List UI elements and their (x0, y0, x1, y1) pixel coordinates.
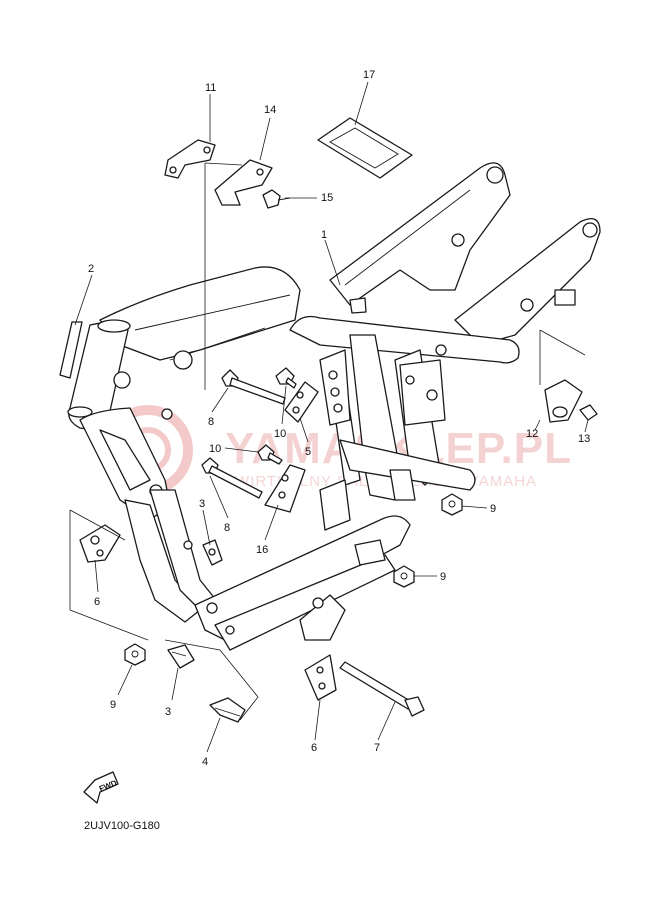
part-15-bolt (262, 189, 291, 209)
diagram-code: 2UJV100-G180 (84, 820, 160, 832)
callout-13: 13 (578, 433, 590, 445)
callout-3-upper: 3 (199, 498, 205, 510)
callout-5: 5 (305, 446, 311, 458)
callout-15: 15 (321, 192, 333, 204)
callout-14: 14 (264, 104, 276, 116)
part-13-bolt (579, 404, 598, 421)
part-3-clip-lower (167, 644, 195, 669)
part-9-nut-middle (393, 565, 415, 588)
callout-9-middle: 9 (440, 571, 446, 583)
callout-10-lower: 10 (209, 443, 221, 455)
callout-labels: 17 11 14 15 1 2 8 10 5 10 8 3 16 12 13 9… (88, 69, 590, 768)
callout-9-upper: 9 (490, 503, 496, 515)
main-frame (67, 162, 601, 651)
callout-3-lower: 3 (165, 706, 171, 718)
part-10-bolt-upper (275, 367, 297, 389)
callout-1: 1 (321, 229, 327, 241)
part-7-bolt (339, 661, 425, 717)
leader-lines (69, 81, 589, 753)
callout-10-upper: 10 (274, 428, 286, 440)
callout-8-upper: 8 (208, 416, 214, 428)
callout-7: 7 (374, 742, 380, 754)
part-8-bolt-lower (201, 457, 263, 499)
callout-2: 2 (88, 263, 94, 275)
part-10-bolt-lower (257, 444, 283, 465)
part-9-nut-lower (124, 643, 146, 666)
callout-6-left: 6 (94, 596, 100, 608)
callout-11: 11 (205, 82, 216, 94)
callout-9-lower: 9 (110, 699, 116, 711)
part-16-plate (264, 464, 306, 513)
callout-12: 12 (526, 428, 538, 440)
part-17-cover (317, 117, 413, 179)
callout-17: 17 (363, 69, 375, 81)
part-11-bracket (164, 139, 216, 179)
part-6-bracket-right (304, 654, 337, 701)
part-3-clip-upper (202, 539, 223, 566)
part-6-bracket-left (79, 524, 121, 563)
callout-16: 16 (256, 544, 268, 556)
part-8-bolt-upper (221, 369, 286, 405)
part-4-clamp (209, 697, 246, 723)
fwd-arrow-icon: FWD (83, 771, 119, 804)
part-2-guard (59, 321, 83, 379)
callout-8-lower: 8 (224, 522, 230, 534)
callout-6-right: 6 (311, 742, 317, 754)
part-9-nut-upper (441, 493, 463, 516)
part-5-plate (284, 381, 319, 423)
part-14-bracket (214, 159, 273, 206)
callout-4: 4 (202, 756, 208, 768)
part-12-bracket (544, 379, 583, 423)
